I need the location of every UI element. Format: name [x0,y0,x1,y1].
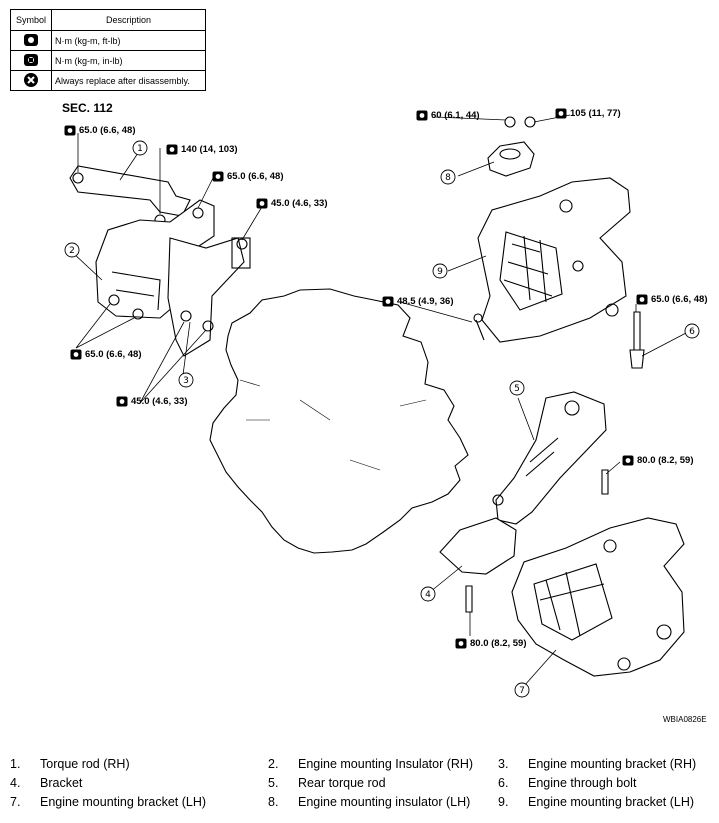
callout-8: 8 [445,173,451,183]
list-item: 8.Engine mounting insulator (LH) [268,795,471,809]
legend-row: N·m (kg-m, in-lb) [10,50,206,71]
list-item: 1.Torque rod (RH) [10,757,130,771]
engine-outline [209,288,469,554]
parts-list: 1.Torque rod (RH) 2.Engine mounting Insu… [10,757,710,809]
torque-value: 65.0 (6.6, 48) [651,294,708,305]
callout-4: 4 [425,590,431,600]
torque-rod-rh [69,165,191,226]
torque-label: 48.5 (4.9, 36) [382,296,454,307]
torque-label: 45.0 (4.6, 33) [256,198,328,209]
engine-mounting-bracket-lh-upper [473,177,631,343]
torque-wrench-icon [212,171,224,182]
torque-wrench-icon [166,144,178,155]
torque-wrench-icon [382,296,394,307]
torque-value: 105 (11, 77) [570,108,621,119]
callout-markers [64,140,700,698]
torque-value: 60 (6.1, 44) [431,110,480,121]
engine-mounting-bracket-lh-lower [511,517,685,677]
symbol-legend-table: Symbol Description N·m (kg-m, ft-lb) N·m… [10,9,206,91]
torque-wrench-icon [636,294,648,305]
callout-5: 5 [514,384,520,394]
list-item: 6.Engine through bolt [498,776,637,790]
callout-6: 6 [689,327,695,337]
legend-text: Always replace after disassembly. [51,70,206,91]
torque-wrench-icon [64,125,76,136]
torque-wrench-inlb-icon [24,53,38,66]
section-label: SEC. 112 [62,101,113,115]
callout-2: 2 [69,246,75,256]
torque-label: 45.0 (4.6, 33) [116,396,188,407]
torque-label: 65.0 (6.6, 48) [70,349,142,360]
callout-9: 9 [437,267,443,277]
torque-label: 65.0 (6.6, 48) [64,125,136,136]
torque-value: 80.0 (8.2, 59) [470,638,527,649]
torque-value: 65.0 (6.6, 48) [85,349,142,360]
engine-mounting-bracket-rh [167,237,251,357]
always-replace-icon [24,72,38,87]
torque-wrench-icon [70,349,82,360]
torque-wrench-icon [24,33,38,46]
list-item: 4.Bracket [10,776,83,790]
torque-label: 80.0 (8.2, 59) [622,455,694,466]
torque-label: 105 (11, 77) [555,108,621,119]
figure-code: WBIA0826E [663,715,707,724]
torque-value: 45.0 (4.6, 33) [131,396,188,407]
torque-wrench-icon [416,110,428,121]
torque-wrench-icon [455,638,467,649]
list-item: 5.Rear torque rod [268,776,386,790]
torque-label: 140 (14, 103) [166,144,238,155]
callout-1: 1 [137,144,143,154]
callout-7: 7 [519,686,525,696]
torque-wrench-icon [256,198,268,209]
torque-label: 65.0 (6.6, 48) [636,294,708,305]
torque-label: 60 (6.1, 44) [416,110,480,121]
torque-value: 65.0 (6.6, 48) [79,125,136,136]
torque-value: 48.5 (4.9, 36) [397,296,454,307]
engine-mounting-insulator-lh [487,116,536,177]
torque-wrench-icon [555,108,567,119]
torque-value: 65.0 (6.6, 48) [227,171,284,182]
engine-mount-diagram: 1 2 3 4 5 6 7 8 9 [64,114,700,698]
torque-wrench-icon [116,396,128,407]
list-item: 3.Engine mounting bracket (RH) [498,757,697,771]
torque-label: 80.0 (8.2, 59) [455,638,527,649]
list-item: 9.Engine mounting bracket (LH) [498,795,695,809]
torque-value: 45.0 (4.6, 33) [271,198,328,209]
torque-wrench-icon [622,455,634,466]
bracket [439,517,517,613]
torque-value: 140 (14, 103) [181,144,238,155]
callout-3: 3 [183,376,189,386]
legend-row: Always replace after disassembly. [10,70,206,91]
rear-torque-rod [492,391,609,525]
list-item: 7.Engine mounting bracket (LH) [10,795,207,809]
engine-through-bolt [629,311,645,369]
torque-label: 65.0 (6.6, 48) [212,171,284,182]
torque-value: 80.0 (8.2, 59) [637,455,694,466]
list-item: 2.Engine mounting Insulator (RH) [268,757,474,771]
